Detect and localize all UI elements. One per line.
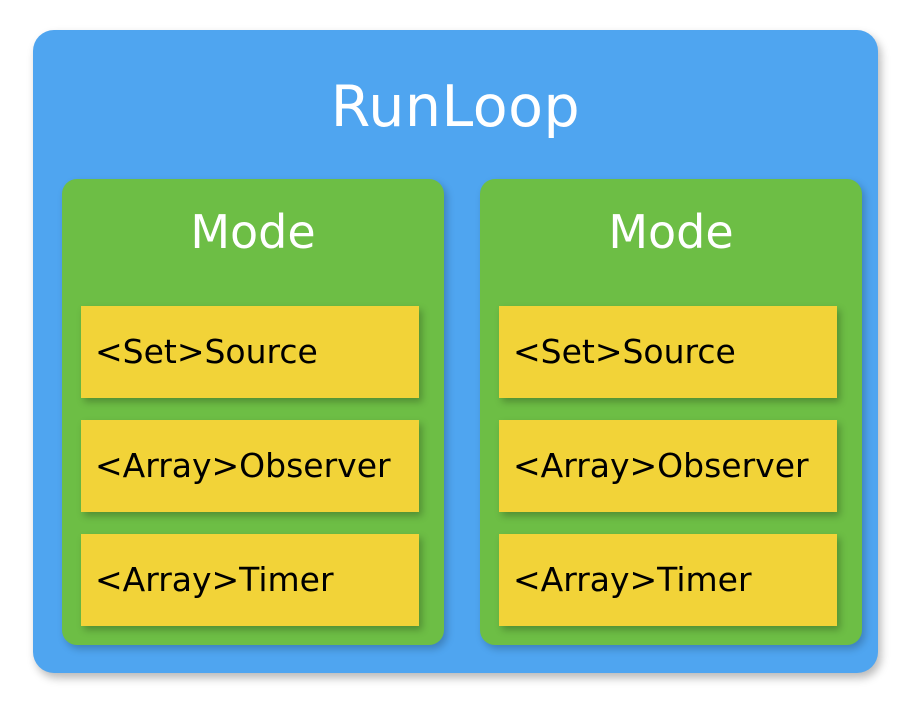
mode-panel-1-items: <Set>Source <Array>Observer <Array>Timer (81, 306, 419, 626)
runloop-container: RunLoop Mode <Set>Source <Array>Observer… (33, 30, 878, 673)
mode-item-observer-label: <Array>Observer (513, 446, 809, 485)
mode-panel-1: Mode <Set>Source <Array>Observer <Array>… (62, 179, 444, 645)
mode-item-source: <Set>Source (499, 306, 837, 398)
mode-item-observer-label: <Array>Observer (95, 446, 391, 485)
mode-item-timer-label: <Array>Timer (513, 560, 752, 599)
mode-item-timer: <Array>Timer (499, 534, 837, 626)
mode-panel-1-title: Mode (190, 205, 316, 259)
mode-panel-2-title: Mode (608, 205, 734, 259)
mode-panels-row: Mode <Set>Source <Array>Observer <Array>… (62, 179, 862, 645)
mode-item-observer: <Array>Observer (499, 420, 837, 512)
mode-item-source: <Set>Source (81, 306, 419, 398)
mode-panel-2: Mode <Set>Source <Array>Observer <Array>… (480, 179, 862, 645)
mode-item-source-label: <Set>Source (513, 332, 736, 371)
mode-item-observer: <Array>Observer (81, 420, 419, 512)
mode-item-source-label: <Set>Source (95, 332, 318, 371)
mode-item-timer-label: <Array>Timer (95, 560, 334, 599)
mode-item-timer: <Array>Timer (81, 534, 419, 626)
runloop-title: RunLoop (330, 74, 581, 140)
mode-panel-2-items: <Set>Source <Array>Observer <Array>Timer (499, 306, 837, 626)
